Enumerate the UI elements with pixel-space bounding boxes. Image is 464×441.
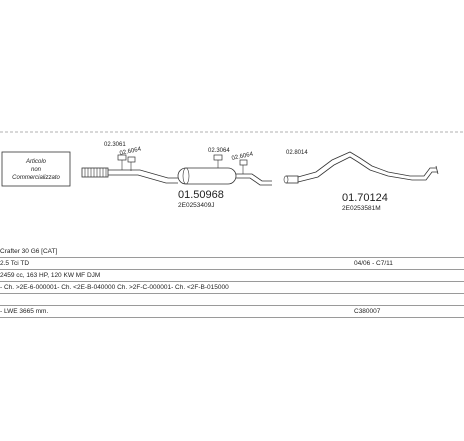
tail-pipe-end [435, 165, 439, 175]
dates-text: 04/06 - C7/11 [354, 260, 393, 267]
not-sold-line1: Articolo [25, 159, 47, 165]
info-row-model: Crafter 30 G6 [CAT] [0, 246, 464, 258]
hanger-02-3061 [117, 154, 127, 170]
middle-muffler [177, 167, 237, 185]
rear-pipe [297, 151, 436, 178]
exhaust-system-diagram: Articolo non Commercializzato [0, 131, 464, 212]
wheelbase-text: - LWE 3665 mm. [0, 308, 49, 315]
vehicle-info-table: Crafter 30 G6 [CAT] 2.5 Tci TD 04/06 - C… [0, 246, 464, 318]
part-code-02-6064-b: 02.6064 [231, 151, 254, 162]
hanger-02-3064 [213, 154, 223, 168]
part-sub-code-2: 2E0253581M [342, 205, 381, 212]
not-sold-box [1, 151, 71, 187]
part-code-01-50968: 01.50968 [178, 189, 224, 201]
not-sold-line3: Commercializzato [12, 175, 60, 181]
front-pipe-lower [108, 174, 178, 184]
part-sub-code-1: 2E0253409J [178, 202, 215, 209]
ref-text: C380007 [354, 308, 381, 315]
mid-pipe-lower [236, 177, 272, 186]
part-code-01-70124: 01.70124 [342, 192, 388, 204]
info-row-chassis: - Ch. >2E-6-000001- Ch. <2E-B-040000 Ch.… [0, 282, 464, 294]
model-text: Crafter 30 G6 [CAT] [0, 248, 58, 255]
rear-pipe-lower [297, 156, 438, 183]
mid-pipe [236, 173, 272, 182]
info-row-blank [0, 294, 464, 306]
not-sold-line2: non [31, 167, 42, 173]
info-row-wheelbase: - LWE 3665 mm. C380007 [0, 306, 464, 318]
part-code-02-6064-a: 02.6064 [119, 146, 142, 157]
specs-text: 2459 cc, 163 HP, 120 KW MF DJM [0, 272, 101, 279]
clamp-02-8014 [283, 175, 299, 184]
part-code-02-3061: 02.3061 [104, 142, 126, 148]
hanger-02-6064-a [127, 156, 136, 171]
hanger-02-6064-b [239, 159, 248, 174]
front-pipe [108, 169, 178, 179]
info-row-engine: 2.5 Tci TD 04/06 - C7/11 [0, 258, 464, 270]
front-flex-pipe [81, 167, 109, 178]
engine-text: 2.5 Tci TD [0, 260, 30, 267]
part-code-02-3064: 02.3064 [208, 148, 230, 154]
chassis-text: - Ch. >2E-6-000001- Ch. <2E-B-040000 Ch.… [0, 284, 229, 291]
part-code-02-8014: 02.8014 [286, 150, 308, 156]
info-row-specs: 2459 cc, 163 HP, 120 KW MF DJM [0, 270, 464, 282]
